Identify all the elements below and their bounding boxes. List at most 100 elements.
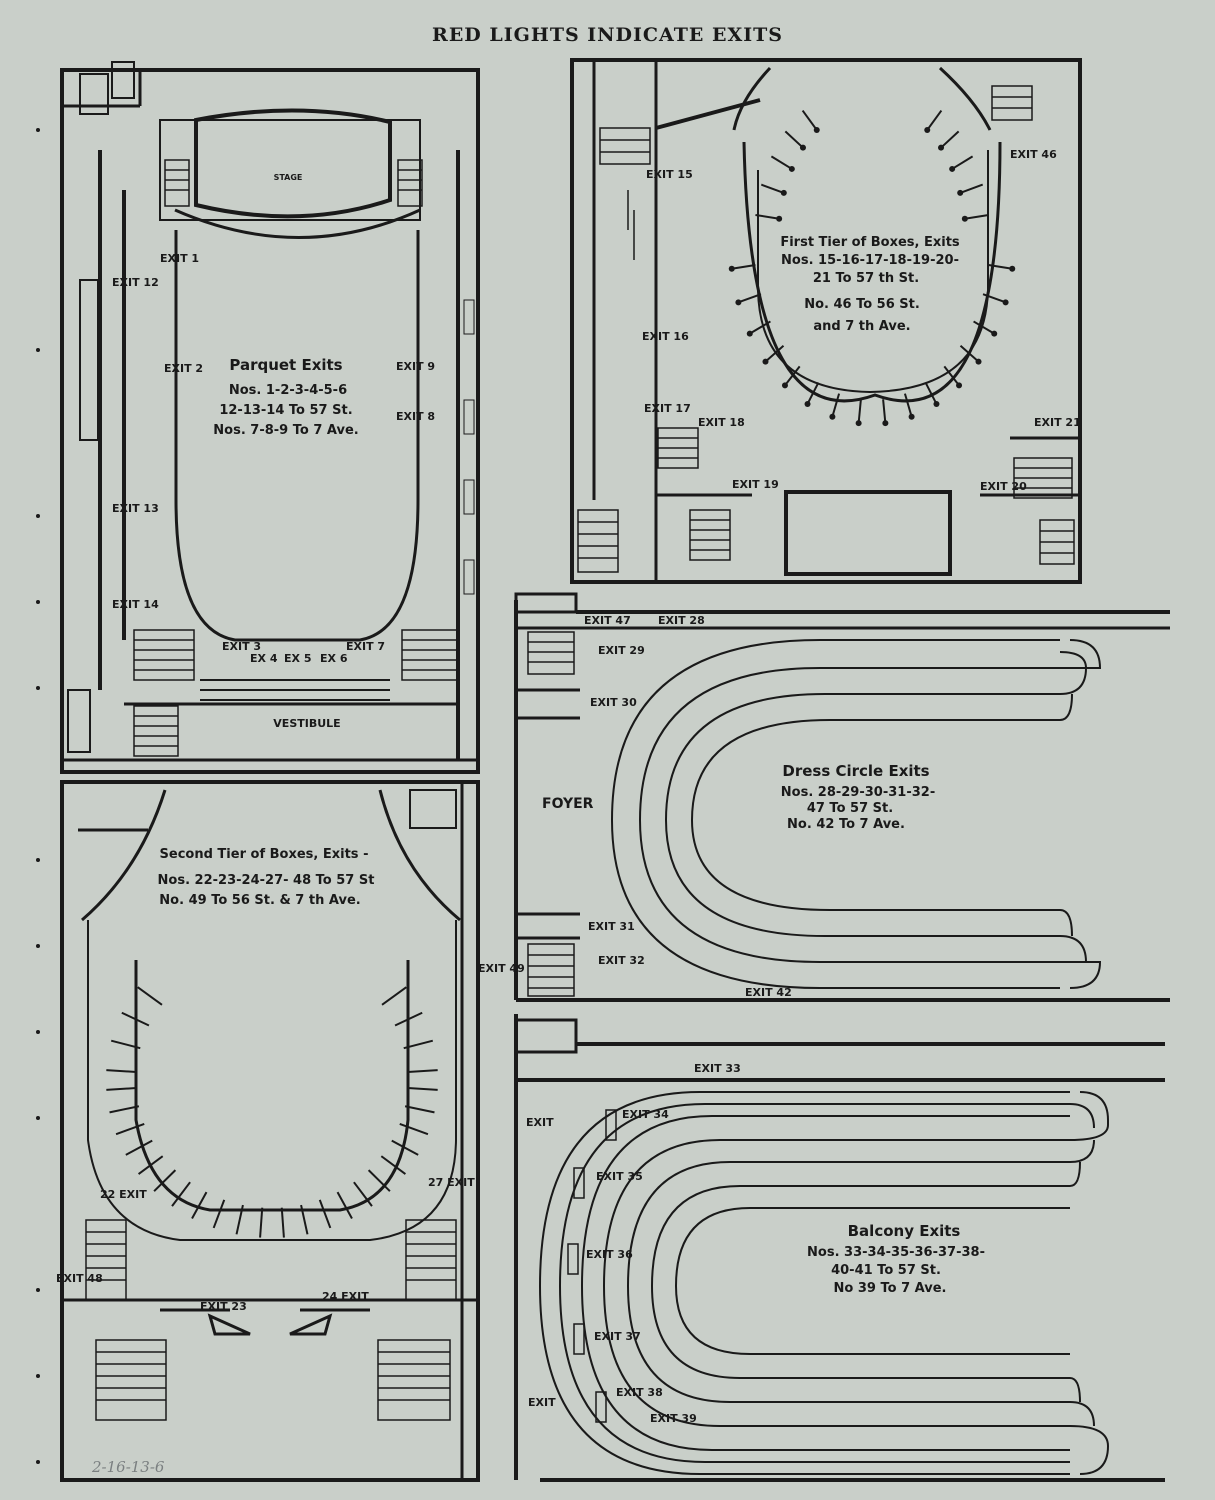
box-seat-mark	[1002, 299, 1009, 306]
exit-31: EXIT 31	[588, 920, 635, 933]
exit-27: 27 EXIT	[428, 1176, 475, 1189]
exit-33: EXIT 33	[694, 1062, 741, 1075]
box-partition-mark	[806, 382, 820, 405]
vestibule-label: VESTIBULE	[273, 717, 340, 730]
exit-14: EXIT 14	[112, 598, 159, 611]
box-partition-mark	[943, 365, 960, 387]
box-seat-mark	[908, 413, 915, 420]
parquet-line-3: Nos. 7-8-9 To 7 Ave.	[213, 423, 358, 438]
exit-42: EXIT 42	[745, 986, 792, 999]
exit-4: EX 4	[250, 652, 278, 665]
exit-18: EXIT 18	[698, 416, 745, 429]
exit-39: EXIT 39	[650, 1412, 697, 1425]
exit-20: EXIT 20	[980, 480, 1027, 493]
exit-16: EXIT 16	[642, 330, 689, 343]
box-partition-mark	[801, 109, 818, 131]
box-partition-mark	[407, 1069, 438, 1073]
exit-7: EXIT 7	[346, 640, 385, 653]
parquet-line-2: 12-13-14 To 57 St.	[219, 403, 352, 418]
box-seat-mark	[799, 144, 806, 151]
box-partition-mark	[760, 183, 785, 194]
box-partition-mark	[959, 183, 984, 194]
box-seat-mark	[956, 382, 963, 389]
exit-47: EXIT 47	[584, 614, 631, 627]
box-partition-mark	[403, 1039, 434, 1050]
exit-17: EXIT 17	[644, 402, 691, 415]
box-seat-mark	[949, 165, 956, 172]
box-seat-mark	[1009, 265, 1016, 272]
parquet-line-1: Nos. 1-2-3-4-5-6	[229, 383, 347, 398]
exit-32: EXIT 32	[598, 954, 645, 967]
box-seat-mark	[829, 413, 836, 420]
dress-circle-title: Dress Circle Exits	[782, 762, 929, 780]
box-partition-mark	[318, 1199, 332, 1229]
box-partition-mark	[831, 393, 841, 417]
handwritten-annotation: 2-16-13-6	[92, 1458, 165, 1476]
box-partition-mark	[988, 264, 1013, 270]
first-tier-line-2: 21 To 57 th St.	[813, 271, 919, 286]
dress-circle-line-1: Nos. 28-29-30-31-32-	[781, 785, 935, 800]
first-tier-plan	[570, 58, 1082, 584]
box-seat-mark	[882, 420, 889, 427]
box-partition-mark	[336, 1191, 353, 1219]
exit-2: EXIT 2	[164, 362, 203, 375]
box-partition-mark	[940, 130, 960, 149]
box-partition-mark	[857, 399, 862, 424]
exit-15: EXIT 15	[646, 168, 693, 181]
box-seat-mark	[961, 215, 968, 222]
exit-37: EXIT 37	[594, 1330, 641, 1343]
box-partition-mark	[738, 293, 762, 304]
box-partition-mark	[171, 1181, 191, 1207]
box-partition-mark	[353, 1181, 373, 1207]
box-seat-mark	[788, 165, 795, 172]
box-seat-mark	[776, 215, 783, 222]
exit-21: EXIT 21	[1034, 416, 1081, 429]
exit-46: EXIT 46	[1010, 148, 1057, 161]
box-partition-mark	[926, 109, 943, 131]
stage-label: STAGE	[274, 173, 303, 182]
box-seat-mark	[933, 400, 940, 407]
first-tier-line-3: No. 46 To 56 St.	[804, 297, 920, 312]
page-title: RED LIGHTS INDICATE EXITS	[432, 24, 783, 46]
second-tier-plan	[60, 780, 480, 1482]
box-partition-mark	[749, 320, 771, 335]
exit-12: EXIT 12	[112, 276, 159, 289]
exit-balcony-top: EXIT	[526, 1116, 554, 1129]
second-tier-line-2: No. 49 To 56 St. & 7 th Ave.	[159, 893, 360, 908]
box-partition-mark	[784, 130, 804, 149]
box-partition-mark	[764, 345, 785, 363]
box-partition-mark	[770, 155, 793, 170]
exit-5: EX 5	[284, 652, 311, 665]
box-partition-mark	[280, 1207, 285, 1238]
first-tier-line-4: and 7 th Ave.	[813, 319, 910, 334]
exit-34: EXIT 34	[622, 1108, 669, 1121]
box-seat-mark	[855, 420, 862, 427]
balcony-title: Balcony Exits	[848, 1222, 961, 1240]
box-partition-mark	[399, 1122, 429, 1136]
exit-balcony-bottom: EXIT	[528, 1396, 556, 1409]
box-partition-mark	[784, 365, 801, 387]
box-partition-mark	[137, 1155, 164, 1175]
exit-13: EXIT 13	[112, 502, 159, 515]
first-tier-box-markers	[728, 109, 1016, 427]
second-tier-line-1: Nos. 22-23-24-27- 48 To 57 St	[158, 873, 375, 888]
exit-9: EXIT 9	[396, 360, 435, 373]
box-partition-mark	[381, 986, 407, 1006]
box-seat-mark	[780, 189, 787, 196]
balcony-line-1: Nos. 33-34-35-36-37-38-	[807, 1245, 985, 1260]
exit-23: EXIT 23	[200, 1300, 247, 1313]
box-seat-mark	[781, 382, 788, 389]
box-partition-mark	[121, 1011, 150, 1027]
exit-36: EXIT 36	[586, 1248, 633, 1261]
dress-circle-plan	[514, 592, 1170, 1002]
dress-circle-line-3: No. 42 To 7 Ave.	[787, 817, 905, 832]
box-partition-mark	[755, 213, 780, 220]
box-seat-mark	[924, 126, 931, 133]
box-partition-mark	[109, 1105, 140, 1114]
exit-38: EXIT 38	[616, 1386, 663, 1399]
exit-19: EXIT 19	[732, 478, 779, 491]
foyer-label: FOYER	[542, 796, 594, 812]
box-partition-mark	[973, 320, 995, 335]
box-seat-mark	[975, 358, 982, 365]
